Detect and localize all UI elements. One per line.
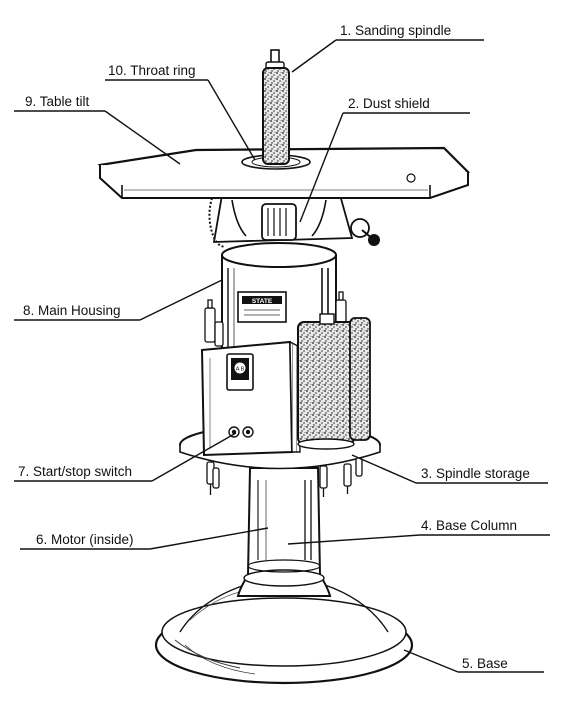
nameplate: STATE — [237, 291, 287, 323]
label-dust-shield: 2. Dust shield — [348, 96, 430, 111]
label-base: 5. Base — [462, 656, 508, 671]
switch-label-text: A B — [236, 367, 245, 373]
dust-shield — [208, 194, 380, 248]
label-motor: 6. Motor (inside) — [36, 532, 134, 547]
base-column — [236, 467, 332, 597]
label-spindle-storage: 3. Spindle storage — [421, 466, 530, 481]
label-sanding-spindle: 1. Sanding spindle — [340, 23, 452, 38]
label-base-column: 4. Base Column — [421, 518, 518, 533]
base — [154, 584, 414, 685]
nameplate-text: STATE — [252, 298, 273, 305]
spindle-storage — [297, 313, 371, 450]
label-main-housing: 8. Main Housing — [23, 303, 121, 318]
label-start-stop-switch: 7. Start/stop switch — [18, 464, 133, 479]
switch-box: A B — [200, 340, 301, 457]
label-throat-ring: 10. Throat ring — [108, 63, 196, 78]
label-table-tilt: 9. Table tilt — [25, 94, 90, 109]
leader-lines — [14, 39, 550, 673]
start-stop-buttons — [228, 426, 254, 438]
sanding-spindle — [262, 49, 290, 165]
